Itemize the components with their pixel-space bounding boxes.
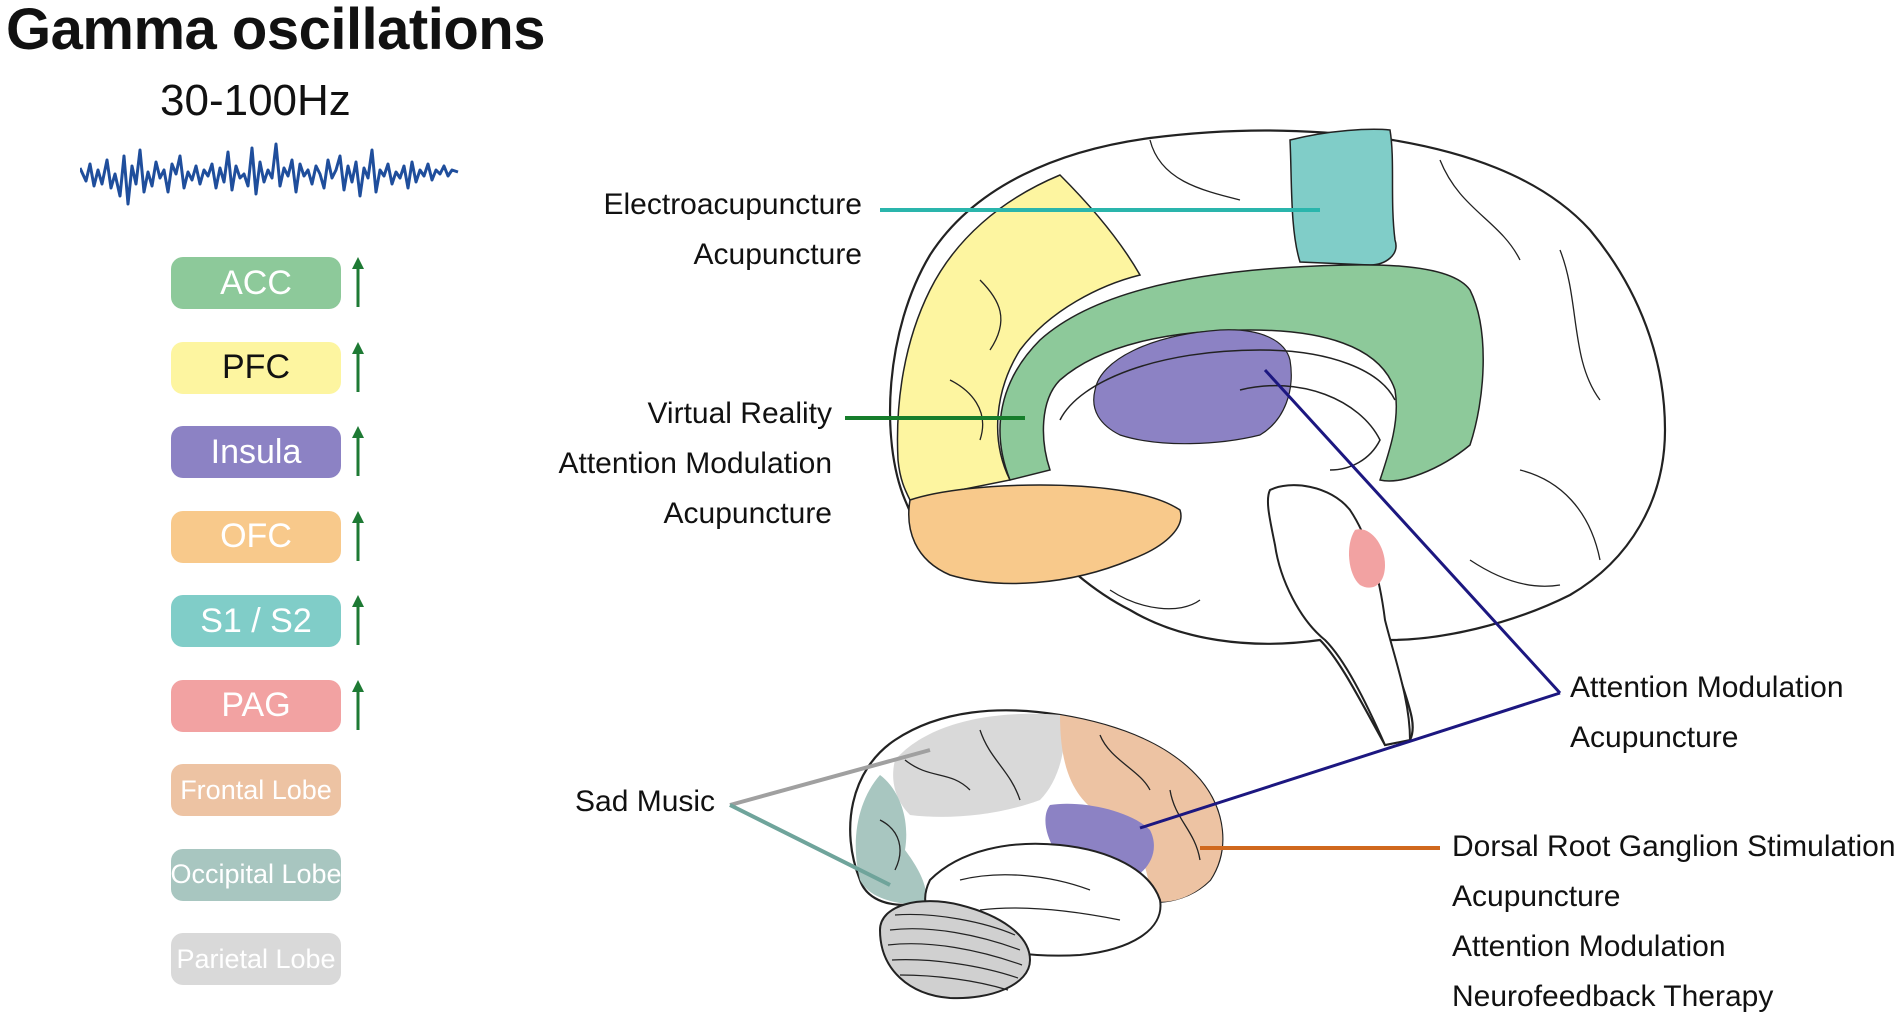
legend-item-insula: Insula [171,426,341,478]
medial-brain-view [888,128,1667,747]
cerebellum [878,900,1032,1000]
label-sad-music: Sad Music [575,785,716,818]
occipital-lobe-region [855,775,927,905]
lateral-gyri [879,729,1201,921]
label-acupuncture-acc: Acupuncture [663,497,832,530]
acc-region [999,264,1484,482]
label-attention-modulation-acc: Attention Modulation [558,447,832,480]
up-arrow-icon [352,257,364,307]
legend-item-acc: ACC [171,257,341,309]
up-arrow-icon [352,679,364,730]
connector-sad-music-occipital [729,803,891,887]
label-dorsal-root-ganglion: Dorsal Root Ganglion Stimulation [1452,830,1896,863]
wave-line [80,142,459,206]
corpus-callosum-line [1059,349,1396,421]
medial-sulci [949,139,1601,610]
cerebellum-folia [887,913,1023,991]
label-neurofeedback-therapy: Neurofeedback Therapy [1452,980,1774,1013]
label-acupuncture-frontal: Acupuncture [1452,880,1621,913]
up-arrow-icon [352,595,364,645]
pag-region [1348,529,1385,588]
frequency-range: 30-100Hz [160,76,351,125]
ofc-region [908,484,1182,585]
legend-item-frontal-lobe: Frontal Lobe [171,764,341,816]
label-acupuncture-s1s2: Acupuncture [693,238,862,271]
legend-item-pfc: PFC [171,341,341,394]
connector-sad-music-parietal [729,748,931,807]
legend-item-occipital-lobe: Occipital Lobe [170,848,342,901]
figure-title: Gamma oscillations [6,0,545,62]
label-virtual-reality: Virtual Reality [647,397,832,430]
gamma-wave-trace [80,142,459,206]
lateral-brain-view [849,709,1224,1000]
parietal-lobe-region [893,713,1064,817]
legend-item-parietal-lobe: Parietal Lobe [171,933,341,985]
label-attention-modulation-insula: Attention Modulation [1570,671,1844,704]
label-attention-modulation-frontal: Attention Modulation [1452,930,1726,963]
legend-item-ofc: OFC [171,510,341,563]
label-acupuncture-insula: Acupuncture [1570,721,1739,754]
legend-item-pag: PAG [171,679,341,732]
connector-insula-medial [1263,368,1562,695]
s1s2-region [1289,128,1397,266]
insula-region [1093,329,1292,445]
legend-item-s1-s2: S1 / S2 [171,595,341,647]
up-arrow-icon [352,341,364,392]
up-arrow-icon [352,426,364,476]
up-arrow-icon [352,510,364,561]
label-electroacupuncture: Electroacupuncture [603,188,863,221]
connector-insula-lateral [1139,691,1561,830]
frontal-lobe-region [1060,715,1223,902]
